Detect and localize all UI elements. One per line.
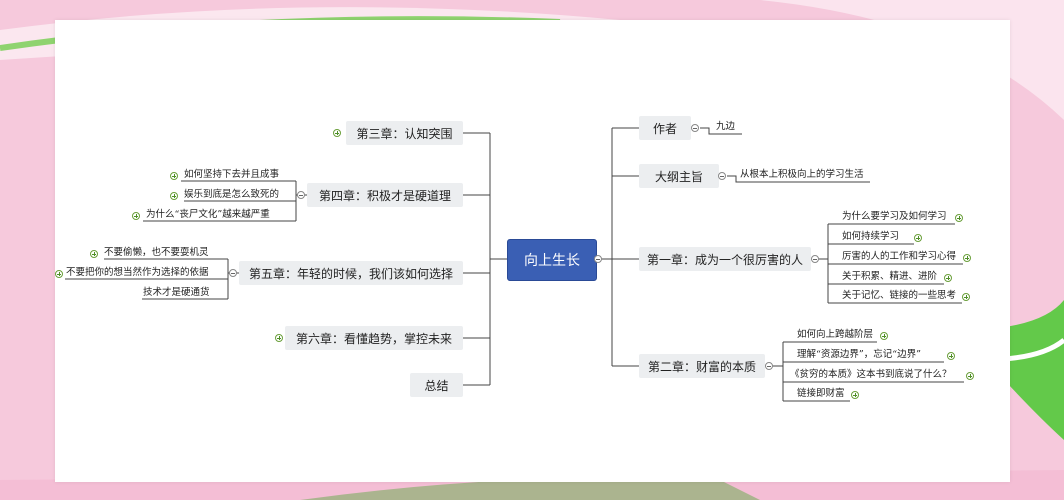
chapter1-child-4-expand-toggle[interactable] (944, 274, 952, 282)
root-node[interactable]: 向上生长 (507, 239, 597, 281)
chapter2-child-1-expand-toggle[interactable] (880, 332, 888, 340)
topic-outline[interactable]: 大纲主旨 (639, 164, 719, 188)
topic-chapter1-label: 第一章：成为一个很厉害的人 (646, 252, 803, 267)
chapter2-child-2[interactable]: 理解“资源边界”，忘记“边界” (797, 349, 921, 360)
root-label: 向上生长 (524, 253, 580, 269)
topic-chapter6-label: 第六章：看懂趋势，掌控未来 (295, 331, 452, 346)
topic-summary-label: 总结 (424, 378, 449, 393)
topic-summary[interactable]: 总结 (410, 373, 463, 397)
topic-chapter2-label: 第二章：财富的本质 (647, 359, 756, 374)
chapter2-child-3-expand-toggle[interactable] (966, 372, 974, 380)
chapter5-child-2[interactable]: 不要把你的想当然作为选择的依据 (66, 267, 209, 278)
chapter4-child-2-expand-toggle[interactable] (170, 192, 178, 200)
chapter3-expand-toggle[interactable] (333, 129, 341, 137)
chapter5-child-3[interactable]: 技术才是硬通货 (143, 287, 210, 298)
chapter1-child-4[interactable]: 关于积累、精进、进阶 (842, 271, 938, 282)
outline-child[interactable]: 从根本上积极向上的学习生活 (740, 169, 864, 180)
author-child[interactable]: 九边 (716, 121, 736, 132)
chapter5-child-1-expand-toggle[interactable] (90, 250, 98, 258)
topic-chapter1[interactable]: 第一章：成为一个很厉害的人 (639, 247, 811, 271)
author-collapse-toggle[interactable] (691, 124, 699, 132)
topic-chapter6[interactable]: 第六章：看懂趋势，掌控未来 (285, 326, 463, 350)
chapter5-collapse-toggle[interactable] (229, 269, 237, 277)
root-right-collapse-toggle[interactable] (594, 255, 602, 263)
chapter6-expand-toggle[interactable] (275, 334, 283, 342)
chapter2-child-2-expand-toggle[interactable] (947, 352, 955, 360)
chapter2-child-1[interactable]: 如何向上跨越阶层 (797, 329, 874, 340)
topic-chapter4-label: 第四章：积极才是硬道理 (318, 188, 451, 203)
chapter5-child-2-expand-toggle[interactable] (55, 270, 63, 278)
chapter1-child-3[interactable]: 厉害的人的工作和学习心得 (842, 251, 957, 262)
chapter2-collapse-toggle[interactable] (765, 362, 773, 370)
outline-collapse-toggle[interactable] (718, 172, 726, 180)
chapter4-child-3[interactable]: 为什么“丧尸文化”越来越严重 (146, 209, 270, 220)
topic-chapter5[interactable]: 第五章：年轻的时候，我们该如何选择 (239, 261, 463, 285)
topic-author-label: 作者 (652, 121, 677, 136)
chapter4-child-3-expand-toggle[interactable] (132, 212, 140, 220)
chapter4-child-2[interactable]: 娱乐到底是怎么致死的 (184, 189, 280, 200)
chapter4-collapse-toggle[interactable] (297, 191, 305, 199)
topic-outline-label: 大纲主旨 (654, 169, 703, 184)
chapter1-child-1-expand-toggle[interactable] (955, 214, 963, 222)
chapter2-child-3[interactable]: 《贫穷的本质》这本书到底说了什么？ (790, 369, 952, 380)
chapter1-child-5-expand-toggle[interactable] (962, 293, 970, 301)
chapter5-child-1[interactable]: 不要偷懒，也不要耍机灵 (104, 247, 209, 258)
topic-chapter5-label: 第五章：年轻的时候，我们该如何选择 (248, 266, 453, 281)
chapter2-child-4-expand-toggle[interactable] (851, 391, 859, 399)
chapter1-collapse-toggle[interactable] (811, 255, 819, 263)
topic-chapter4[interactable]: 第四章：积极才是硬道理 (307, 183, 463, 207)
chapter2-child-4[interactable]: 链接即财富 (797, 388, 845, 399)
chapter1-child-2-expand-toggle[interactable] (914, 234, 922, 242)
topic-chapter3[interactable]: 第三章：认知突围 (346, 121, 463, 145)
chapter1-child-2[interactable]: 如何持续学习 (842, 231, 900, 242)
chapter1-child-3-expand-toggle[interactable] (963, 254, 971, 262)
chapter1-child-1[interactable]: 为什么要学习及如何学习 (842, 211, 947, 222)
topic-author[interactable]: 作者 (639, 116, 691, 140)
chapter4-child-1-expand-toggle[interactable] (170, 172, 178, 180)
chapter4-child-1[interactable]: 如何坚持下去并且成事 (184, 169, 280, 180)
topic-chapter3-label: 第三章：认知突围 (356, 126, 453, 141)
topic-chapter2[interactable]: 第二章：财富的本质 (639, 354, 765, 378)
chapter1-child-5[interactable]: 关于记忆、链接的一些思考 (842, 290, 957, 301)
